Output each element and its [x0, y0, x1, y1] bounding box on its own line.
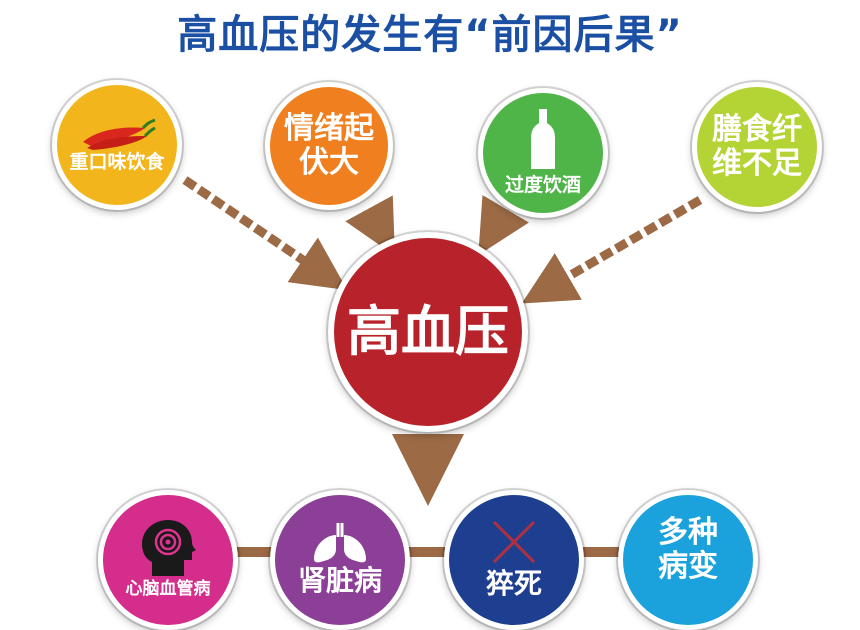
cause-circle-drinking: 过度饮酒 [476, 86, 610, 220]
effect-label: 心脑血管病 [125, 579, 211, 600]
arrow-cause-4 [521, 196, 703, 304]
connector-arrows [182, 176, 703, 557]
effect-circle-kidney: 肾脏病 [268, 488, 412, 630]
cross-icon [492, 520, 536, 563]
cause-label: 膳食纤 维不足 [712, 111, 802, 181]
effect-label: 多种 病变 [658, 514, 718, 584]
bottle-icon [531, 109, 555, 170]
cause-circle-salty-food: 重口味饮食 [50, 78, 184, 212]
cause-circle-fiber: 膳食纤 维不足 [690, 80, 824, 214]
chili-pepper-icon [83, 118, 156, 151]
arrow-cause-2 [345, 195, 395, 256]
cause-circle-emotion: 情绪起 伏大 [263, 80, 395, 212]
effect-label: 猝死 [485, 566, 542, 600]
center-label: 高血压 [347, 299, 509, 363]
effect-circle-sudden-death: 猝死 [442, 488, 586, 630]
effect-circle-lesions: 多种 病变 [616, 488, 760, 630]
cause-label: 过度饮酒 [504, 174, 581, 197]
arrow-cause-3 [478, 195, 529, 256]
cause-label: 情绪起 伏大 [284, 110, 374, 180]
effect-circle-cardio: 心脑血管病 [96, 488, 240, 630]
effect-label: 肾脏病 [297, 563, 382, 597]
cause-label: 重口味饮食 [69, 151, 165, 174]
arrow-cause-1 [182, 176, 348, 291]
center-circle-hypertension: 高血压 [326, 230, 530, 434]
page-title: 高血压的发生有“前因后果” [177, 12, 683, 58]
lungs-icon [314, 522, 366, 563]
head-spiral-icon [142, 520, 196, 577]
